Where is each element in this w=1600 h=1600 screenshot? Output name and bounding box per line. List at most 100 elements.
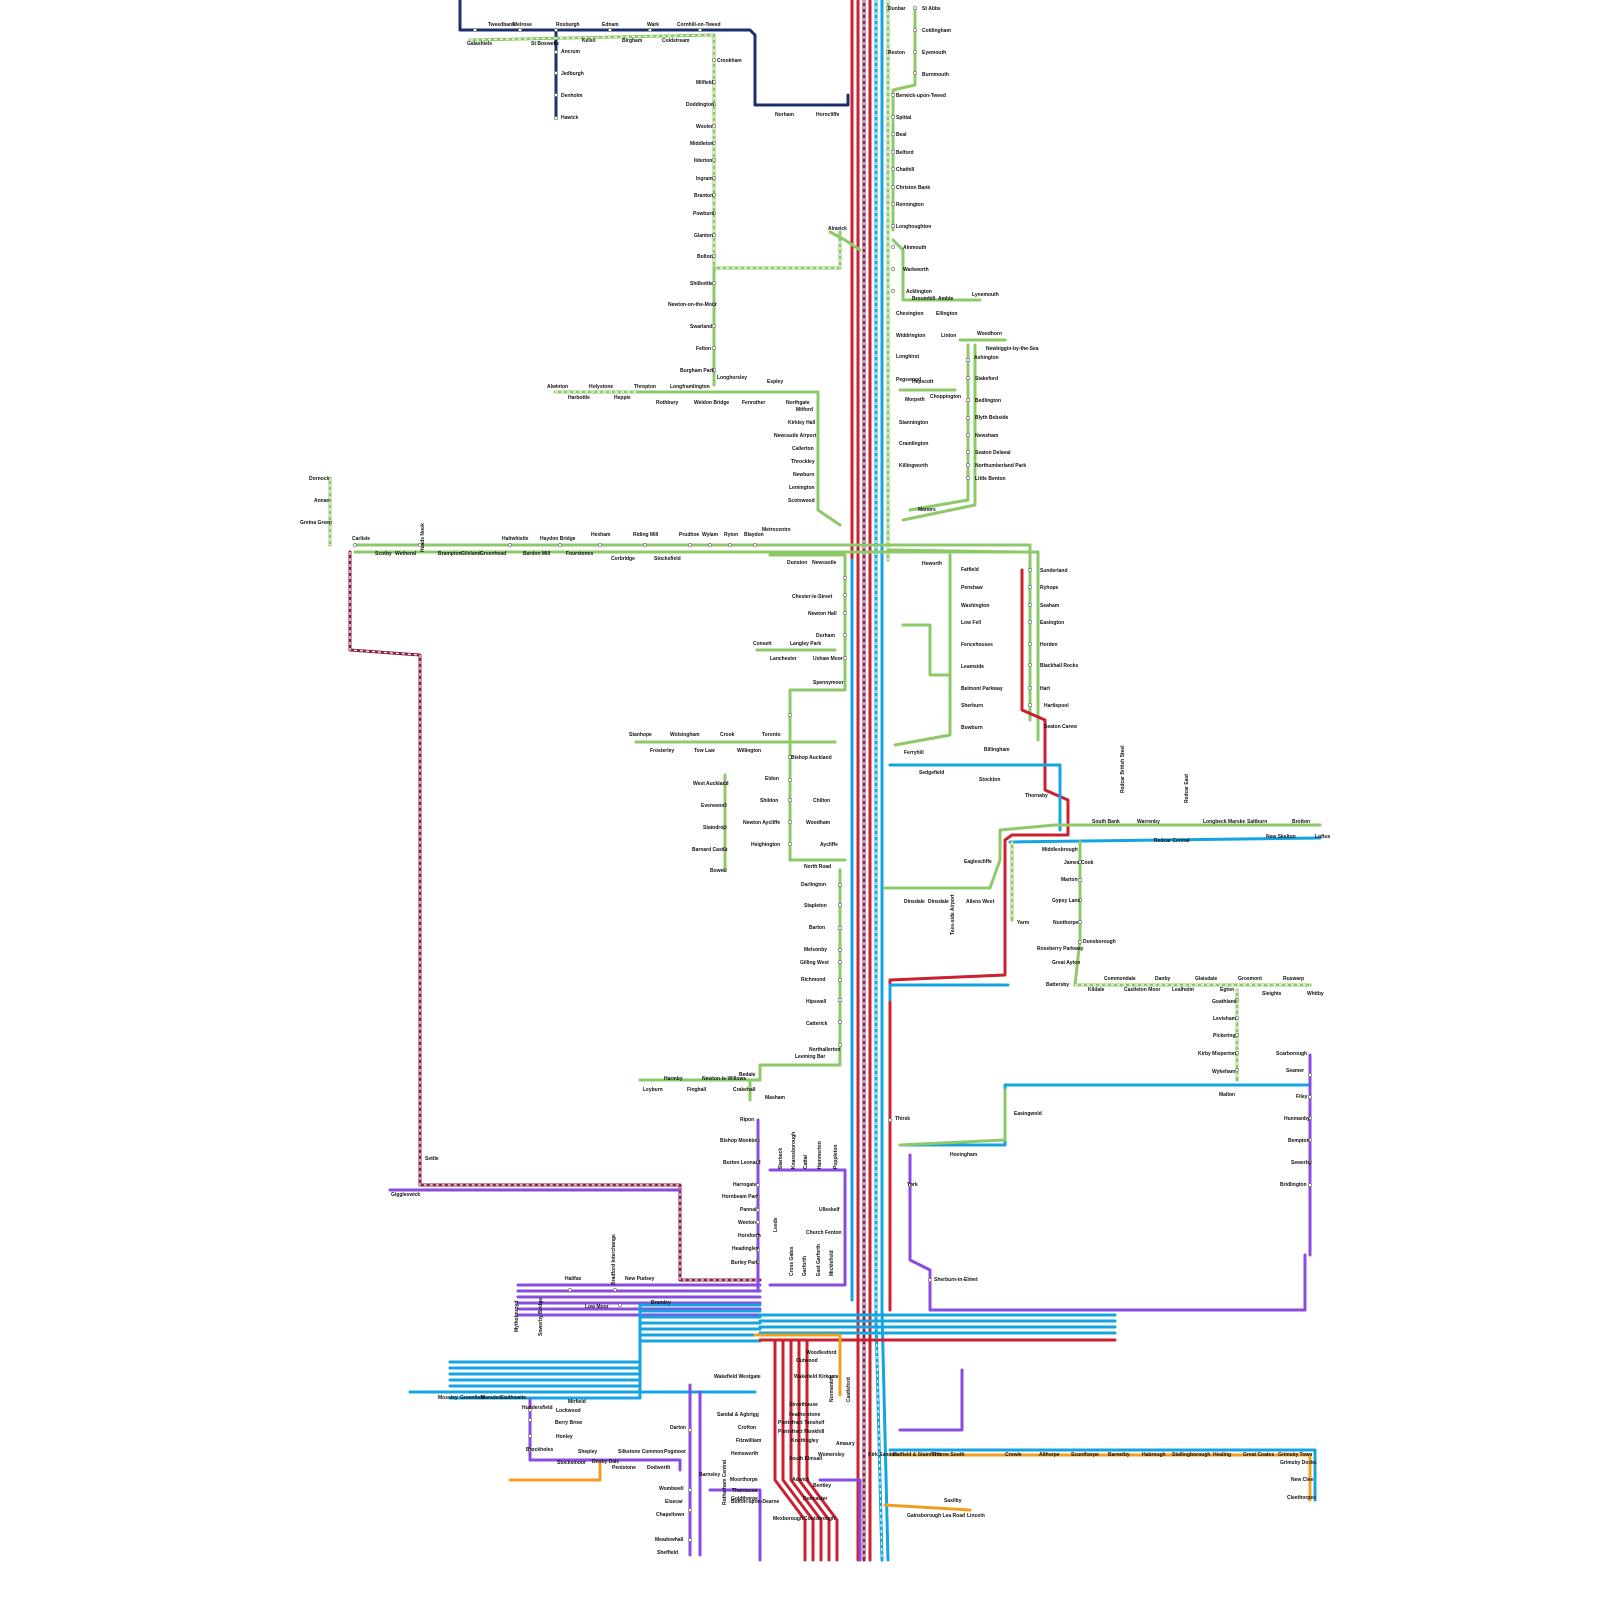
station-dot [838, 998, 842, 1002]
station-label: Gilling West [800, 960, 829, 966]
station-label: Pontefract Tanshelf [778, 1420, 825, 1426]
station-label: Alwinton [547, 384, 569, 390]
station-dot [756, 1220, 760, 1224]
station-dot [712, 176, 716, 180]
station-label: Amble [938, 296, 954, 302]
station-label: Knaresborough [791, 1131, 797, 1169]
station-label: Sherburn [961, 703, 984, 709]
station-label: Barton [809, 925, 826, 931]
station-label: Spennymoor [813, 680, 844, 686]
station-label: Fourstones [566, 551, 594, 557]
station-label: Powburn [693, 211, 715, 217]
station-label: Ellington [936, 311, 958, 317]
station-label: Gypsy Lane [1052, 898, 1081, 904]
station-label: Hipswell [806, 999, 827, 1005]
station-label: Goldthorpe [731, 1496, 758, 1502]
station-dot [838, 978, 842, 982]
station-dot [913, 28, 917, 32]
station-label: Honley [556, 1434, 573, 1440]
station-dot [888, 1118, 892, 1122]
penistone-orange [508, 1460, 602, 1482]
station-label: Hornbeam Park [722, 1194, 759, 1200]
station-label: Seaton Carew [1044, 724, 1078, 730]
station-label: Mytholmroyd [514, 1300, 520, 1332]
station-label: Egton [1220, 987, 1235, 993]
station-label: Easingwold [1014, 1111, 1042, 1117]
station-label: Dunston [787, 560, 808, 566]
station-label: Newton-le-Willows [702, 1076, 747, 1082]
station-dot [838, 960, 842, 964]
station-dot [712, 302, 716, 306]
station-label: Lockwood [556, 1408, 581, 1414]
station-dot [788, 755, 792, 759]
station-label: Gretna Green [300, 520, 332, 526]
esk-valley [1073, 840, 1082, 987]
station-label: Alnwick [828, 226, 847, 232]
station-label: Willington [737, 748, 762, 754]
station-label: Acklington [906, 289, 932, 295]
doncaster-red-4 [805, 1338, 839, 1562]
station-label: Callerton [792, 446, 814, 452]
station-label: St Abbs [922, 6, 941, 12]
station-label: Evenwood [701, 803, 727, 809]
station-dot [1028, 585, 1032, 589]
station-label: Easington [1040, 620, 1065, 626]
station-label: Carlisle [352, 536, 371, 542]
station-dot [608, 28, 612, 32]
station-dot [891, 224, 895, 228]
station-label: Gainsborough Lea Road [907, 1513, 966, 1519]
station-label: Bishop Auckland [791, 755, 832, 761]
station-label: South Elmsall [789, 1456, 823, 1462]
lincoln-orange [883, 1503, 972, 1512]
station-dot [756, 1160, 760, 1164]
station-label: Newton Aycliffe [743, 820, 781, 826]
station-label: Harmby [664, 1076, 683, 1082]
station-label: Haltwhistle [502, 536, 529, 542]
station-dot [473, 28, 477, 32]
ashington-line [908, 343, 970, 512]
station-label: Blaydon [744, 532, 764, 538]
station-label: Doddington [686, 102, 715, 108]
station-label: Galashiels [467, 41, 493, 47]
station-dot [723, 868, 727, 872]
station-label: Hovingham [950, 1152, 978, 1158]
alnwick-spur [828, 230, 862, 252]
station-label: Woodlesford [806, 1350, 837, 1356]
station-label: Little Benton [975, 476, 1006, 482]
station-dot [688, 543, 692, 547]
station-label: Melsonby [804, 947, 828, 953]
station-label: Sowerby Bridge [538, 1297, 544, 1336]
station-dot [1235, 1068, 1239, 1072]
station-dot [728, 543, 732, 547]
station-label: West Auckland [693, 781, 729, 787]
station-label: Hexham [591, 532, 611, 538]
station-dot [838, 1020, 842, 1024]
station-dot [554, 50, 558, 54]
goole-purple [898, 1368, 964, 1432]
station-label: Chevington [896, 311, 924, 317]
station-label: Wylam [702, 532, 719, 538]
station-label: Seaton Delaval [975, 450, 1011, 456]
station-label: Wark [647, 22, 660, 28]
station-label: Killingworth [899, 463, 928, 469]
station-dot [418, 543, 422, 547]
station-label: Castleton Moor [1124, 987, 1161, 993]
station-label: Middleton [690, 141, 714, 147]
station-label: Lemington [789, 485, 815, 491]
station-dot [788, 820, 792, 824]
station-dot [843, 656, 847, 660]
station-label: Frosterley [650, 748, 675, 754]
station-label: James Cook [1064, 860, 1094, 866]
station-label: Knottingley [791, 1438, 819, 1444]
doncaster-red-1 [781, 1338, 815, 1562]
redcar-blue [1008, 836, 1322, 844]
station-label: Burgham Park [680, 368, 715, 374]
station-label: Amaury [836, 1441, 855, 1447]
station-label: Mexborough [773, 1516, 803, 1522]
station-label: Longbeck [1203, 819, 1227, 825]
station-label: Stannington [899, 420, 929, 426]
station-dot [1235, 998, 1239, 1002]
station-dot [891, 167, 895, 171]
cleethorpes-orange [888, 1453, 1312, 1502]
